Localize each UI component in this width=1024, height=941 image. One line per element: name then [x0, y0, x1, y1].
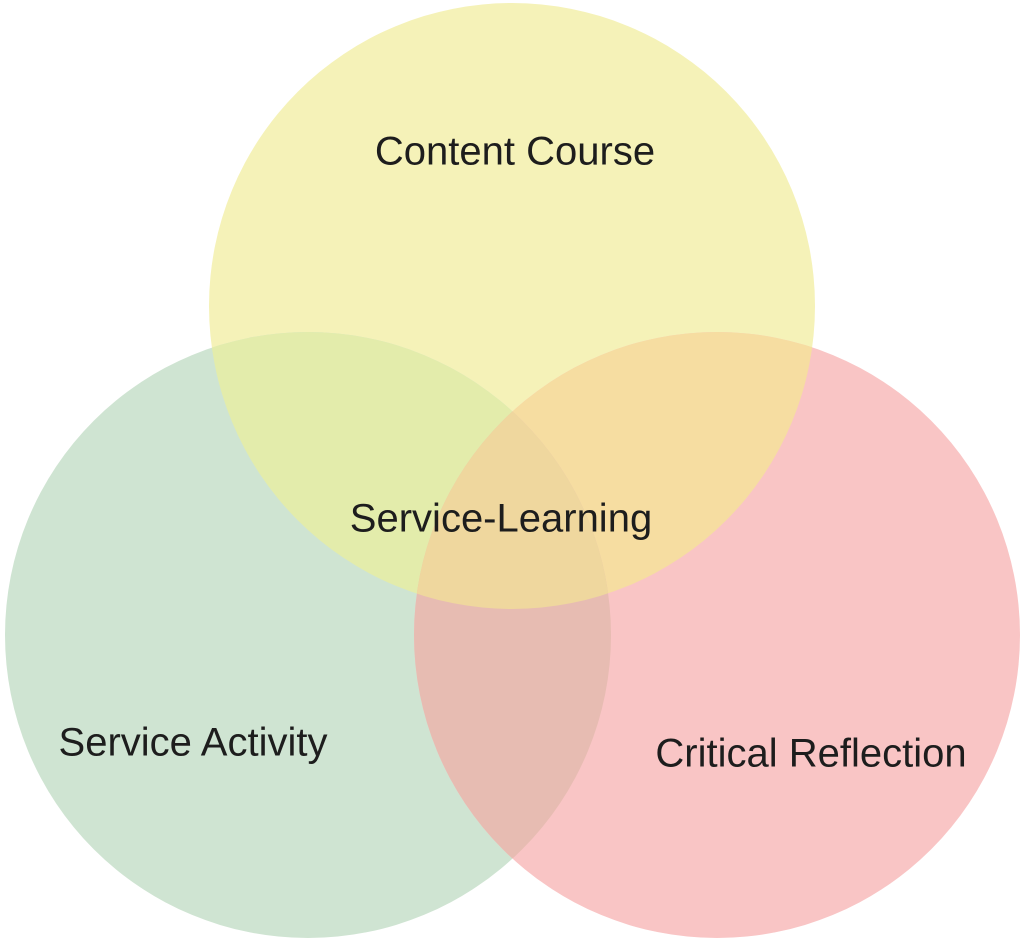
critical-reflection-label: Critical Reflection	[655, 731, 967, 776]
service-activity-label: Service Activity	[58, 720, 328, 765]
center-overlap-region	[414, 332, 611, 609]
service-learning-label: Service-Learning	[349, 496, 653, 541]
content-course-label: Content Course	[374, 129, 656, 174]
